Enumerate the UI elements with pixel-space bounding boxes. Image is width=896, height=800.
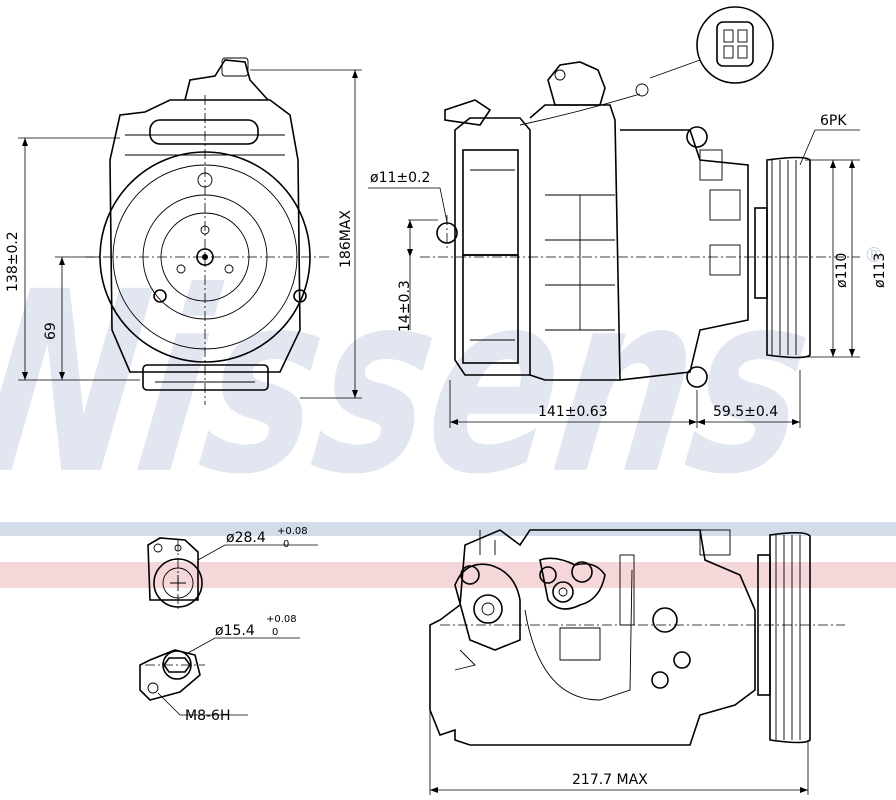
dim-length-141: 141±0.63 [538, 404, 608, 420]
side-view [368, 6, 860, 428]
dim-port-28-tol-lower: 0 [283, 539, 289, 550]
registered-mark: ® [864, 243, 884, 267]
dim-dia-113: ø113 [872, 253, 888, 288]
dim-overall-length: 217.7 MAX [572, 772, 648, 788]
blue-band [0, 522, 896, 536]
front-view [18, 57, 362, 405]
dim-height-138: 138±0.2 [5, 231, 21, 292]
top-view [429, 529, 845, 795]
dim-port-15-tol-upper: +0.08 [266, 614, 297, 625]
dim-thread-m8: M8-6H [185, 708, 230, 724]
dim-offset-14: 14±0.3 [397, 280, 413, 332]
dim-port-28: ø28.4 [226, 530, 266, 546]
dim-belt-6pk: 6PK [820, 113, 847, 129]
dim-port-15: ø15.4 [215, 623, 255, 639]
watermark-text: Nissens [0, 239, 826, 530]
dim-height-69: 69 [43, 322, 59, 340]
dim-port-28-tol-upper: +0.08 [277, 526, 308, 537]
port-detail-view [139, 537, 318, 716]
dim-length-59: 59.5±0.4 [713, 404, 778, 420]
dim-height-186: 186MAX [338, 210, 354, 268]
dim-port-15-tol-lower: 0 [272, 627, 278, 638]
dim-dia-110: ø110 [834, 253, 850, 288]
dim-bore-11: ø11±0.2 [370, 170, 430, 186]
pink-band [0, 562, 896, 588]
